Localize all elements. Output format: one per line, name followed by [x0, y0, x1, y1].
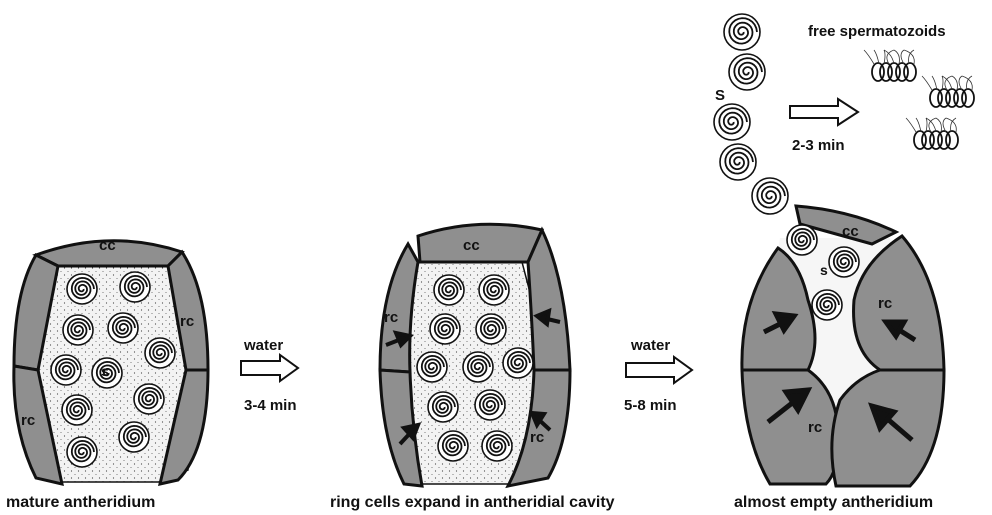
- spermatozoid: [752, 178, 788, 214]
- spermatozoid: [428, 392, 458, 422]
- released-s-label: S: [715, 87, 725, 104]
- free-spermatozoid: [864, 50, 916, 81]
- spermatozoid: [67, 437, 97, 467]
- spermatozoid: [479, 275, 509, 305]
- spermatozoid: [475, 390, 505, 420]
- spermatozoid: [829, 247, 859, 277]
- stage1-rc-label-left: rc: [21, 412, 35, 429]
- stage1-mature-antheridium: cc rc rc s: [14, 237, 208, 484]
- transition-1: water 3-4 min: [241, 337, 298, 414]
- released-spermatozoids: S 2-3 min free spermatozoids: [714, 14, 974, 214]
- spermatozoid: [482, 431, 512, 461]
- spermatozoid: [720, 144, 756, 180]
- transition1-arrow: [241, 355, 298, 381]
- caption-ring-cells-expand: ring cells expand in antheridial cavity: [330, 494, 615, 511]
- stage3-almost-empty-antheridium: cc rc rc s: [742, 206, 944, 486]
- release-time-label: 2-3 min: [792, 137, 845, 154]
- transition-2: water 5-8 min: [624, 337, 692, 414]
- spermatozoid: [63, 315, 93, 345]
- release-arrow: [790, 99, 858, 125]
- spermatozoid: [503, 348, 533, 378]
- spermatozoid: [714, 104, 750, 140]
- spermatozoid: [145, 338, 175, 368]
- transition2-time-label: 5-8 min: [624, 397, 677, 414]
- caption-almost-empty-antheridium: almost empty antheridium: [734, 494, 933, 511]
- spermatozoid: [120, 272, 150, 302]
- spermatozoid: [119, 422, 149, 452]
- spermatozoid: [430, 314, 460, 344]
- stage3-cc-label: cc: [842, 223, 859, 240]
- stage3-ring-cell-left-lower: [742, 370, 838, 484]
- spermatozoid: [729, 54, 765, 90]
- spermatozoid: [67, 274, 97, 304]
- transition1-water-label: water: [243, 337, 283, 354]
- spermatozoid: [134, 384, 164, 414]
- spermatozoid: [463, 352, 493, 382]
- spermatozoid: [476, 314, 506, 344]
- spermatozoid: [724, 14, 760, 50]
- caption-mature-antheridium: mature antheridium: [6, 494, 155, 511]
- spermatozoid: [438, 431, 468, 461]
- free-spermatozoid: [906, 118, 958, 149]
- stage3-rc-label-lower: rc: [808, 419, 822, 436]
- spermatozoid: [812, 290, 842, 320]
- transition2-arrow: [626, 357, 692, 383]
- stage2-rc-label-left: rc: [384, 309, 398, 326]
- stage3-s-label: s: [820, 262, 828, 278]
- stage1-rc-label-right: rc: [180, 313, 194, 330]
- transition1-time-label: 3-4 min: [244, 397, 297, 414]
- spermatozoid: [787, 225, 817, 255]
- stage2-cap-cell: [418, 224, 542, 262]
- released-spermatozoid-chain: [714, 14, 788, 214]
- spermatozoid: [434, 275, 464, 305]
- stage1-s-label: s: [101, 363, 109, 379]
- spermatozoid: [51, 355, 81, 385]
- spermatozoid: [108, 313, 138, 343]
- free-spermatozoids-label: free spermatozoids: [808, 23, 946, 40]
- stage1-cc-label: cc: [99, 237, 116, 254]
- spermatozoid: [417, 352, 447, 382]
- spermatozoid: [62, 395, 92, 425]
- free-spermatozoids-group: [864, 50, 974, 149]
- free-spermatozoid: [922, 76, 974, 107]
- stage2-cc-label: cc: [463, 237, 480, 254]
- stage3-rc-label-upper: rc: [878, 295, 892, 312]
- stage2-rc-label-right: rc: [530, 429, 544, 446]
- transition2-water-label: water: [630, 337, 670, 354]
- stage2-ring-cells-expand: cc rc rc: [380, 224, 570, 486]
- stage2-ring-cell-right-upper: [528, 230, 570, 370]
